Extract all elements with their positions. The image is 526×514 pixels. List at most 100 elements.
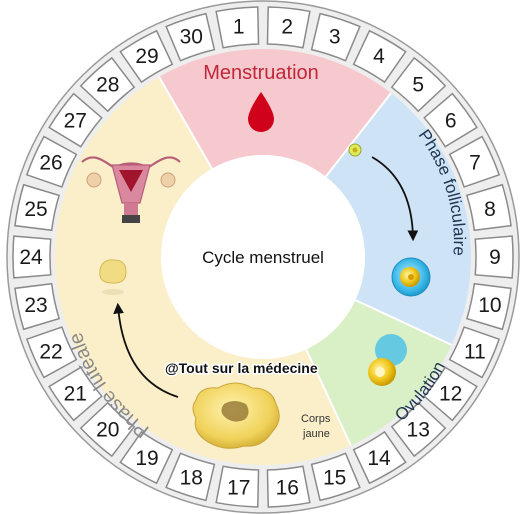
menstruation-label: Menstruation	[203, 62, 319, 84]
day-tile-box	[352, 430, 407, 485]
day-number: 3	[329, 25, 341, 48]
day-number: 23	[24, 294, 47, 317]
day-number: 8	[484, 198, 496, 221]
uterus-icon	[81, 156, 181, 223]
day-tile-box	[25, 326, 78, 379]
day-tile: 19	[119, 430, 174, 485]
day-tile: 26	[25, 135, 78, 188]
day-number: 21	[64, 382, 87, 405]
day-number: 10	[478, 294, 501, 317]
day-tile: 18	[165, 452, 216, 502]
day-tile-box	[352, 29, 407, 84]
center-title: Cycle menstruel	[202, 248, 324, 267]
day-tile-box	[423, 366, 478, 422]
day-number: 16	[276, 477, 299, 500]
day-tile-box	[423, 92, 478, 148]
day-tile: 16	[266, 465, 311, 508]
day-tile-box	[390, 56, 447, 113]
corpus-luteum-label-line1: Corps	[301, 413, 331, 425]
ovulating-egg-icon	[368, 334, 407, 386]
day-number: 18	[180, 467, 203, 490]
day-tile-box	[215, 465, 260, 508]
day-tile-box	[448, 135, 501, 188]
day-tile-box	[465, 183, 512, 232]
day-number: 30	[180, 25, 203, 48]
day-tile-box	[266, 6, 311, 49]
center-circle	[161, 155, 365, 359]
day-tile-box	[310, 12, 361, 62]
follicular-phase-sector	[325, 93, 472, 345]
day-tile-box	[79, 401, 136, 458]
day-tile: 1	[215, 6, 260, 49]
day-number: 12	[439, 382, 462, 405]
day-tile-box	[465, 282, 512, 331]
day-tile-box	[14, 282, 61, 331]
day-tile: 29	[119, 29, 174, 84]
day-number: 13	[407, 418, 430, 441]
day-tile: 7	[448, 135, 501, 188]
day-tile: 10	[465, 282, 512, 331]
day-number: 19	[135, 447, 158, 470]
day-tile-box	[310, 452, 361, 502]
day-tile: 2	[266, 6, 311, 49]
day-tile: 4	[352, 29, 407, 84]
corpus-luteum-label-line2: jaune	[302, 428, 330, 440]
day-tile-box	[215, 6, 260, 49]
day-tile-box	[266, 465, 311, 508]
day-tile-box	[14, 183, 61, 232]
day-number: 27	[64, 110, 87, 133]
day-tile-box	[448, 326, 501, 379]
day-number: 28	[96, 74, 119, 97]
day-tile-box	[12, 235, 52, 279]
day-tile-box	[390, 401, 447, 458]
day-tile: 30	[165, 12, 216, 62]
day-tile: 8	[465, 183, 512, 232]
day-tile-box	[119, 430, 174, 485]
day-tile: 17	[215, 465, 260, 508]
day-tile: 21	[48, 366, 103, 422]
corpus-luteum-icon	[192, 382, 280, 449]
luteal-arrow	[113, 302, 179, 398]
day-number: 9	[489, 246, 501, 269]
day-tile-box	[48, 366, 103, 422]
day-number: 4	[373, 45, 385, 68]
day-number: 22	[39, 340, 62, 363]
day-tile: 25	[14, 183, 61, 232]
day-number: 14	[367, 447, 391, 470]
day-tile-box	[25, 135, 78, 188]
day-number: 20	[96, 418, 119, 441]
sector-divider	[305, 349, 352, 446]
day-tile: 14	[352, 430, 407, 485]
day-tile: 12	[423, 366, 478, 422]
day-tile: 23	[14, 282, 61, 331]
blood-drop-icon	[248, 92, 274, 132]
day-number: 1	[233, 15, 245, 38]
day-number: 17	[227, 477, 250, 500]
sector-divider	[355, 299, 452, 346]
day-tile: 24	[12, 235, 52, 279]
day-number: 11	[464, 340, 486, 363]
follicle-icon	[348, 143, 362, 157]
day-number: 24	[19, 246, 43, 269]
day-tile-box	[48, 92, 103, 148]
day-tile: 15	[310, 452, 361, 502]
day-tile-box	[474, 235, 514, 279]
day-tile: 13	[390, 401, 447, 458]
day-tile-box	[165, 12, 216, 62]
small-egg-icon	[99, 259, 127, 295]
mature-follicle-icon	[391, 257, 431, 297]
day-number: 29	[135, 45, 158, 68]
day-tile-box	[79, 56, 136, 113]
day-tile: 20	[79, 401, 136, 458]
day-number: 7	[469, 152, 481, 175]
luteal-phase-sector	[55, 76, 212, 428]
day-number: 2	[281, 15, 293, 38]
day-tile-box	[165, 452, 216, 502]
day-number: 6	[445, 110, 457, 133]
sector-divider	[325, 92, 392, 178]
watermark-text: @Tout sur la médecine	[165, 360, 318, 376]
day-number: 26	[39, 152, 62, 175]
day-tile: 5	[390, 56, 447, 113]
